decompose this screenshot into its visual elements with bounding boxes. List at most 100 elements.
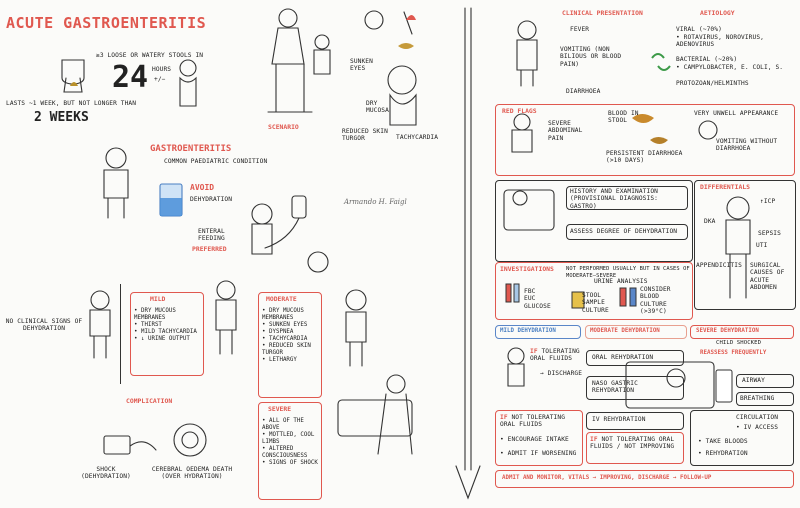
moderate-dehydration-tab — [585, 325, 687, 339]
diarrhoea-label: Diarrhoea — [566, 88, 601, 95]
diff-uti: UTI — [756, 242, 768, 249]
not-tol2-text: not tolerating oral fluids / not improvi… — [590, 436, 675, 451]
signature: Armando H. Faigl — [344, 198, 407, 206]
complication-title: Complication — [126, 397, 173, 405]
iv-access-text: • IV access — [736, 424, 779, 431]
oral-rehydration-text: Oral rehydration — [592, 354, 654, 361]
not-tolerating-2-box — [586, 432, 684, 464]
bloods-text: • Take bloods — [698, 438, 748, 445]
iv-text: IV rehydration — [592, 416, 646, 423]
severe-box — [258, 402, 322, 500]
mild-item: • Dry mucous membranes — [134, 308, 176, 321]
dry-mucosa-label: Dry mucosa — [366, 100, 389, 115]
page-title: Acute Gastroenteritis — [6, 14, 207, 32]
assess-box — [566, 224, 688, 240]
flag-pain: Severe abdominal pain — [548, 120, 583, 142]
ng-text: Naso gastric rehydration — [592, 380, 638, 395]
aetiology-title: Aetiology — [700, 9, 735, 17]
flag-persistent: Persistent diarrhoea (>10 days) — [606, 150, 683, 165]
investigations-title: Investigations — [500, 265, 554, 273]
skin-turgor-label: Reduced skin turgor — [342, 128, 388, 143]
not-tolerating-text: If not tolerating oral fluids — [500, 414, 580, 429]
sunken-eyes-label: Sunken eyes — [350, 58, 373, 73]
severe-item: • Mottled, cool limbs — [262, 432, 315, 445]
mild-dehydration-label: Mild dehydration — [500, 328, 556, 334]
severe-list: • All of the above • Mottled, cool limbs… — [262, 418, 320, 467]
vomiting-label: Vomiting (non bilious or blood pain) — [560, 46, 622, 68]
footer-box — [495, 470, 794, 488]
rehydration-text: • Rehydration — [698, 450, 748, 457]
red-flags-box — [495, 104, 795, 176]
iv-box — [586, 412, 684, 430]
diff-appendicitis: Appendicitis — [696, 262, 742, 269]
protozoan-label: Protozoan/Helminths — [676, 80, 749, 87]
preferred-text: preferred — [192, 245, 227, 253]
encourage-text: • Encourage intake — [500, 436, 569, 443]
moderate-item: • Dyspnea — [262, 329, 294, 335]
flag-unwell: Very unwell appearance — [694, 110, 779, 117]
severe-item: • Altered consciousness — [262, 446, 308, 459]
severity-bracket — [120, 284, 121, 384]
moderate-item: • Sunken eyes — [262, 322, 308, 328]
viral-sub: • Rotavirus, norovirus, adenovirus — [676, 34, 764, 49]
hours-number: 24 — [112, 60, 149, 95]
if-not-word: If — [500, 414, 508, 421]
moderate-item: • Dry mucous membranes — [262, 308, 304, 321]
scenario-label: Scenario — [268, 123, 299, 131]
severe-dehydration-tab — [690, 325, 794, 339]
moderate-list: • Dry mucous membranes • Sunken eyes • D… — [262, 308, 320, 364]
not-tol-text: not tolerating oral fluids — [500, 414, 566, 429]
severe-item: • All of the above — [262, 418, 304, 431]
viral-label: Viral (~70%) — [676, 26, 722, 33]
diff-icp: ↑ICP — [760, 198, 776, 205]
differentials-box — [694, 180, 796, 310]
bacterial-label: Bacterial (~20%) — [676, 56, 738, 63]
cerebral-label: Cerebral oedema death (over hydration) — [151, 466, 233, 481]
flag-vomiting: Vomiting without diarrhoea — [716, 138, 778, 153]
child-shocked: Child shocked — [716, 340, 762, 346]
moderate-item: • Lethargy — [262, 357, 297, 363]
diff-surgical: Surgical causes of acute abdomen — [750, 262, 785, 292]
tachycardia-label: Tachycardia — [396, 134, 439, 141]
admit-text: • Admit if worsening — [500, 450, 577, 457]
history-box — [566, 186, 688, 210]
enteral-text: Enteral feeding — [198, 228, 225, 243]
breathing-box — [736, 392, 794, 406]
urine-label: Urine analysis — [594, 278, 648, 285]
severe-item: • Signs of shock — [262, 460, 318, 466]
investigations-box — [495, 262, 693, 320]
mild-title: Mild — [150, 295, 166, 303]
fbc-label: FBC EUC Glucose — [524, 288, 551, 310]
not-tol-2-text: If not tolerating oral fluids / not impr… — [590, 436, 680, 451]
mild-box — [130, 292, 204, 376]
shock-label: Shock (dehydration) — [81, 466, 131, 481]
mild-dehydration-tab — [495, 325, 581, 339]
discharge-text: → Discharge — [540, 370, 583, 377]
lasts-text: Lasts ~1 week, but not longer than — [6, 100, 137, 107]
airway-text: Airway — [742, 377, 765, 384]
moderate-dehydration-label: Moderate dehydration — [590, 328, 660, 334]
diff-dka: DKA — [704, 218, 716, 225]
red-flags-title: Red flags — [502, 107, 537, 115]
gastro-heading: Gastroenteritis — [150, 144, 232, 154]
if-not2-word: If — [590, 436, 598, 443]
blood-culture-label: Consider blood culture (>39°C) — [640, 286, 671, 316]
gastro-sub: Common paediatric condition — [164, 158, 268, 165]
plus-minus: +/− — [154, 76, 166, 83]
airway-box — [736, 374, 794, 388]
stool-label: Stool sample culture — [582, 292, 609, 314]
mild-item: • Mild tachycardia — [134, 329, 197, 335]
clinical-title: Clinical presentation — [562, 9, 643, 17]
tolerating-text: tolerating oral fluids — [530, 348, 580, 363]
hours-label: hours — [152, 66, 172, 73]
severe-title: Severe — [268, 405, 292, 413]
stools-text: ≥3 loose or watery stools in — [96, 52, 204, 59]
avoid-label: Avoid — [190, 183, 215, 192]
oral-rehydration-box — [586, 350, 684, 366]
moderate-item: • Tachycardia — [262, 336, 308, 342]
weeks-text: 2 weeks — [34, 110, 89, 125]
mild-list: • Dry mucous membranes • Thirst • Mild t… — [134, 308, 202, 343]
moderate-title: Moderate — [266, 295, 297, 303]
differentials-title: Differentials — [700, 183, 751, 191]
